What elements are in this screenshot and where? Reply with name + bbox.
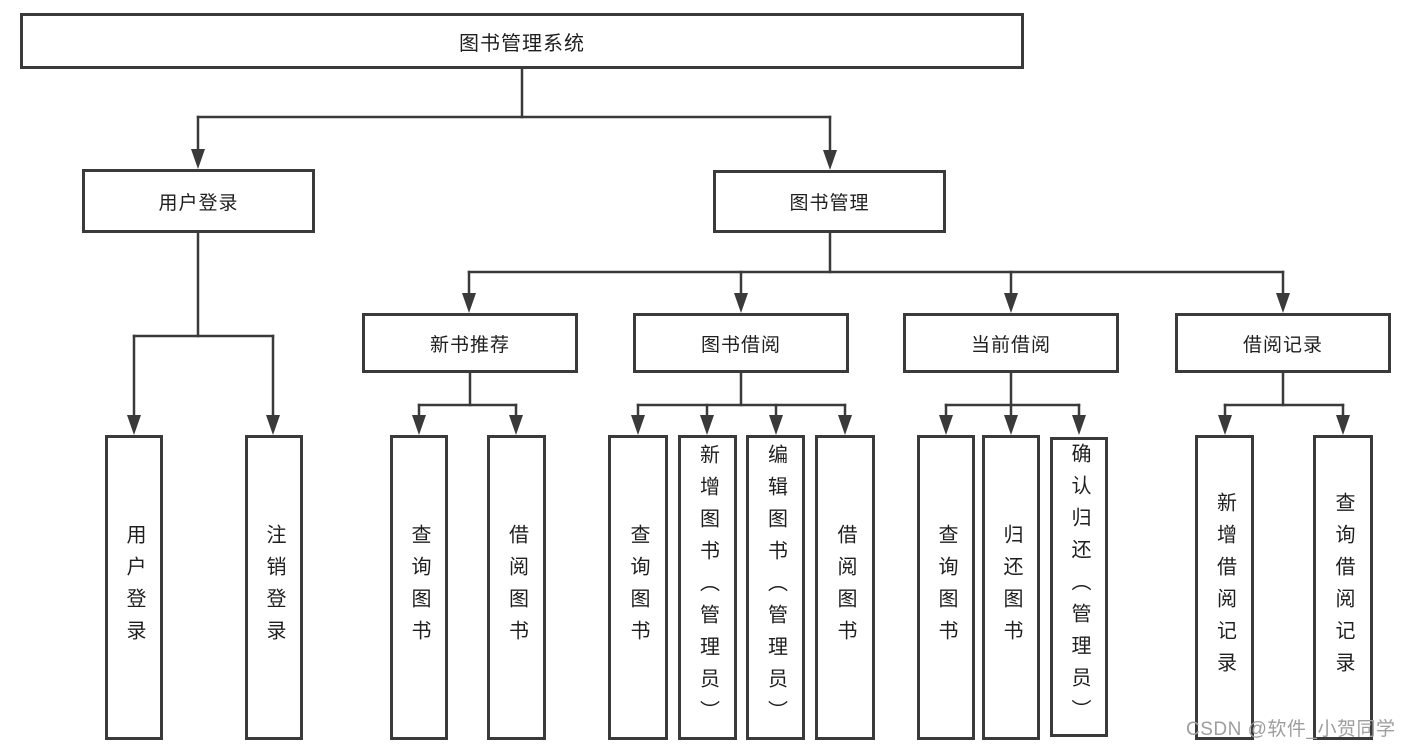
connector-root-to-level2 <box>191 67 837 170</box>
leaf-user-login-label: 用户登录 <box>123 523 145 652</box>
leaf-query-books-recommend-label: 查询图书 <box>408 523 430 652</box>
leaf-add-book-admin-label: 新增图书（管理员） <box>696 443 719 732</box>
leaf-logout: 注销登录 <box>245 435 303 740</box>
connector-new-book-recommend-branch <box>412 371 523 435</box>
leaf-query-books-borrow-label: 查询图书 <box>627 523 649 652</box>
node-new-book-recommend-label: 新书推荐 <box>429 334 510 356</box>
connector-current-borrow-branch <box>939 371 1086 435</box>
node-borrow-records: 借阅记录 <box>1175 313 1391 373</box>
connector-borrow-records-branch <box>1218 371 1350 435</box>
node-book-borrow-label: 图书借阅 <box>700 334 781 356</box>
node-book-borrow: 图书借阅 <box>633 313 849 373</box>
leaf-query-books-borrow: 查询图书 <box>608 435 668 740</box>
connector-book-management-to-level3 <box>462 231 1290 313</box>
node-user-login: 用户登录 <box>82 169 315 233</box>
node-root-label: 图书管理系统 <box>459 32 585 55</box>
leaf-confirm-return-admin: 确认归还（管理员） <box>1050 437 1108 737</box>
node-book-management: 图书管理 <box>713 170 946 233</box>
node-book-management-label: 图书管理 <box>789 193 870 214</box>
leaf-query-books-current-label: 查询图书 <box>935 523 957 652</box>
leaf-return-book: 归还图书 <box>982 435 1040 740</box>
leaf-query-books-current: 查询图书 <box>917 435 975 740</box>
node-user-login-label: 用户登录 <box>158 192 239 214</box>
node-current-borrow: 当前借阅 <box>903 313 1119 373</box>
node-current-borrow-label: 当前借阅 <box>970 334 1051 356</box>
leaf-borrow-books-recommend: 借阅图书 <box>487 435 546 740</box>
leaf-logout-label: 注销登录 <box>263 523 285 652</box>
leaf-add-borrow-record-label: 新增借阅记录 <box>1213 491 1236 684</box>
csdn-watermark: CSDN @软件_小贺同学 <box>1186 719 1396 740</box>
leaf-query-borrow-record-label: 查询借阅记录 <box>1332 491 1354 684</box>
leaf-borrow-books-borrow: 借阅图书 <box>815 435 875 740</box>
connector-book-borrow-branch <box>631 371 852 435</box>
leaf-borrow-books-borrow-label: 借阅图书 <box>834 523 856 652</box>
leaf-confirm-return-admin-label: 确认归还（管理员） <box>1068 443 1090 731</box>
leaf-return-book-label: 归还图书 <box>1000 523 1022 652</box>
leaf-add-book-admin: 新增图书（管理员） <box>678 435 737 740</box>
node-new-book-recommend: 新书推荐 <box>362 313 578 373</box>
leaf-add-borrow-record: 新增借阅记录 <box>1195 435 1254 740</box>
leaf-edit-book-admin-label: 编辑图书（管理员） <box>764 443 787 732</box>
leaf-query-books-recommend: 查询图书 <box>390 435 448 740</box>
leaf-user-login: 用户登录 <box>105 435 163 740</box>
connector-user-login-branch <box>127 231 280 435</box>
node-borrow-records-label: 借阅记录 <box>1242 334 1323 356</box>
node-root: 图书管理系统 <box>20 13 1024 69</box>
leaf-query-borrow-record: 查询借阅记录 <box>1313 435 1373 740</box>
leaf-borrow-books-recommend-label: 借阅图书 <box>505 523 528 652</box>
leaf-edit-book-admin: 编辑图书（管理员） <box>746 435 805 740</box>
